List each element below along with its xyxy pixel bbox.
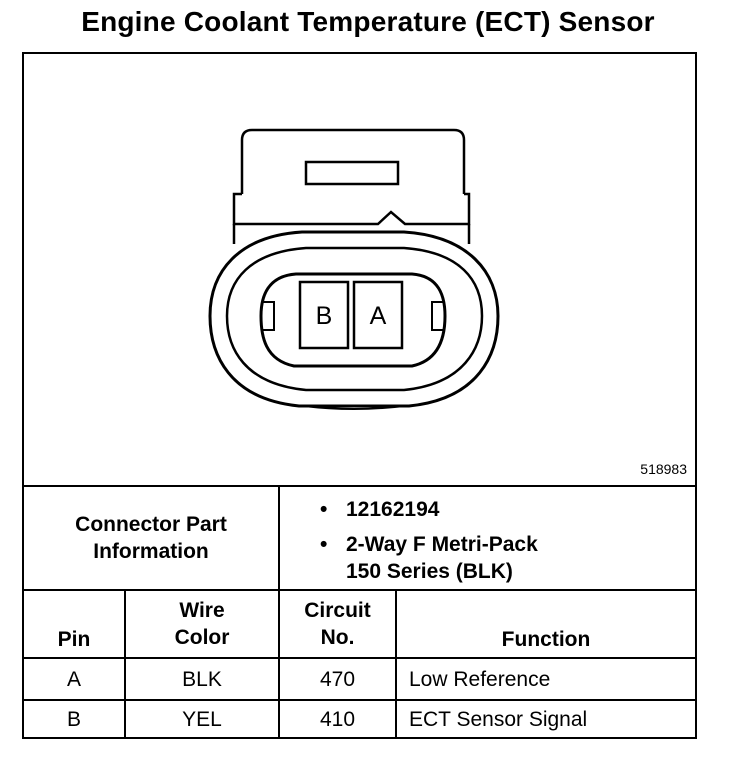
part-number: 12162194 <box>346 498 440 521</box>
table-cell-pin: A <box>66 667 81 691</box>
connector-part-info-line2: Information <box>93 540 209 563</box>
header-circuit-line1: Circuit <box>304 599 371 622</box>
connector-series: 150 Series (BLK) <box>346 560 513 583</box>
header-function: Function <box>501 628 591 651</box>
connector-inner-shell <box>225 246 484 392</box>
divider <box>24 699 695 701</box>
header-wire-color-line1: Wire <box>179 599 225 622</box>
connector-info-frame: B A 518983 Connector Part Information • … <box>22 52 697 739</box>
connector-latch <box>240 128 466 194</box>
connector-drawing: B A <box>208 128 500 410</box>
table-cell-wire-color: YEL <box>182 707 222 731</box>
latch-foot-left <box>232 192 471 226</box>
connector-cavity <box>259 272 447 368</box>
table-cell-pin: B <box>66 707 81 731</box>
header-wire-color-line2: Color <box>174 626 230 649</box>
table-cell-circuit: 410 <box>319 707 356 731</box>
table-cell-function: Low Reference <box>409 667 551 691</box>
divider <box>278 487 280 737</box>
terminal-b <box>298 280 350 350</box>
connector-part-info-line1: Connector Part <box>75 513 227 536</box>
header-pin: Pin <box>57 628 91 651</box>
connector-outer-shell <box>208 230 500 408</box>
list-item: • 12162194 <box>320 496 538 523</box>
figure-number: 518983 <box>640 461 687 477</box>
terminal-b-label: B <box>316 302 333 330</box>
bullet-icon: • <box>320 533 328 556</box>
page-title: Engine Coolant Temperature (ECT) Sensor <box>81 6 655 37</box>
connector-part-info-label: Connector Part Information <box>24 487 278 589</box>
divider <box>24 657 695 659</box>
header-circuit-no: Circuit No. <box>280 591 395 657</box>
connector-diagram: B A 518983 <box>24 54 695 487</box>
divider <box>24 589 695 591</box>
table-cell-circuit: 470 <box>319 667 356 691</box>
table-cell-wire-color: BLK <box>182 667 222 691</box>
list-item: • 2-Way F Metri-Pack 150 Series (BLK) <box>320 531 538 585</box>
latch-slot <box>304 160 400 186</box>
connector-type: 2-Way F Metri-Pack <box>346 533 538 556</box>
table-cell-function: ECT Sensor Signal <box>409 707 588 731</box>
bullet-icon: • <box>320 498 328 521</box>
divider <box>124 591 126 737</box>
part-info-list: • 12162194 • 2-Way F Metri-Pack 150 Seri… <box>320 496 538 585</box>
header-wire-color: Wire Color <box>126 591 278 657</box>
terminal-a <box>352 280 404 350</box>
divider <box>24 485 695 487</box>
header-circuit-line2: No. <box>320 626 355 649</box>
divider <box>395 591 397 737</box>
terminal-a-label: A <box>370 302 387 330</box>
